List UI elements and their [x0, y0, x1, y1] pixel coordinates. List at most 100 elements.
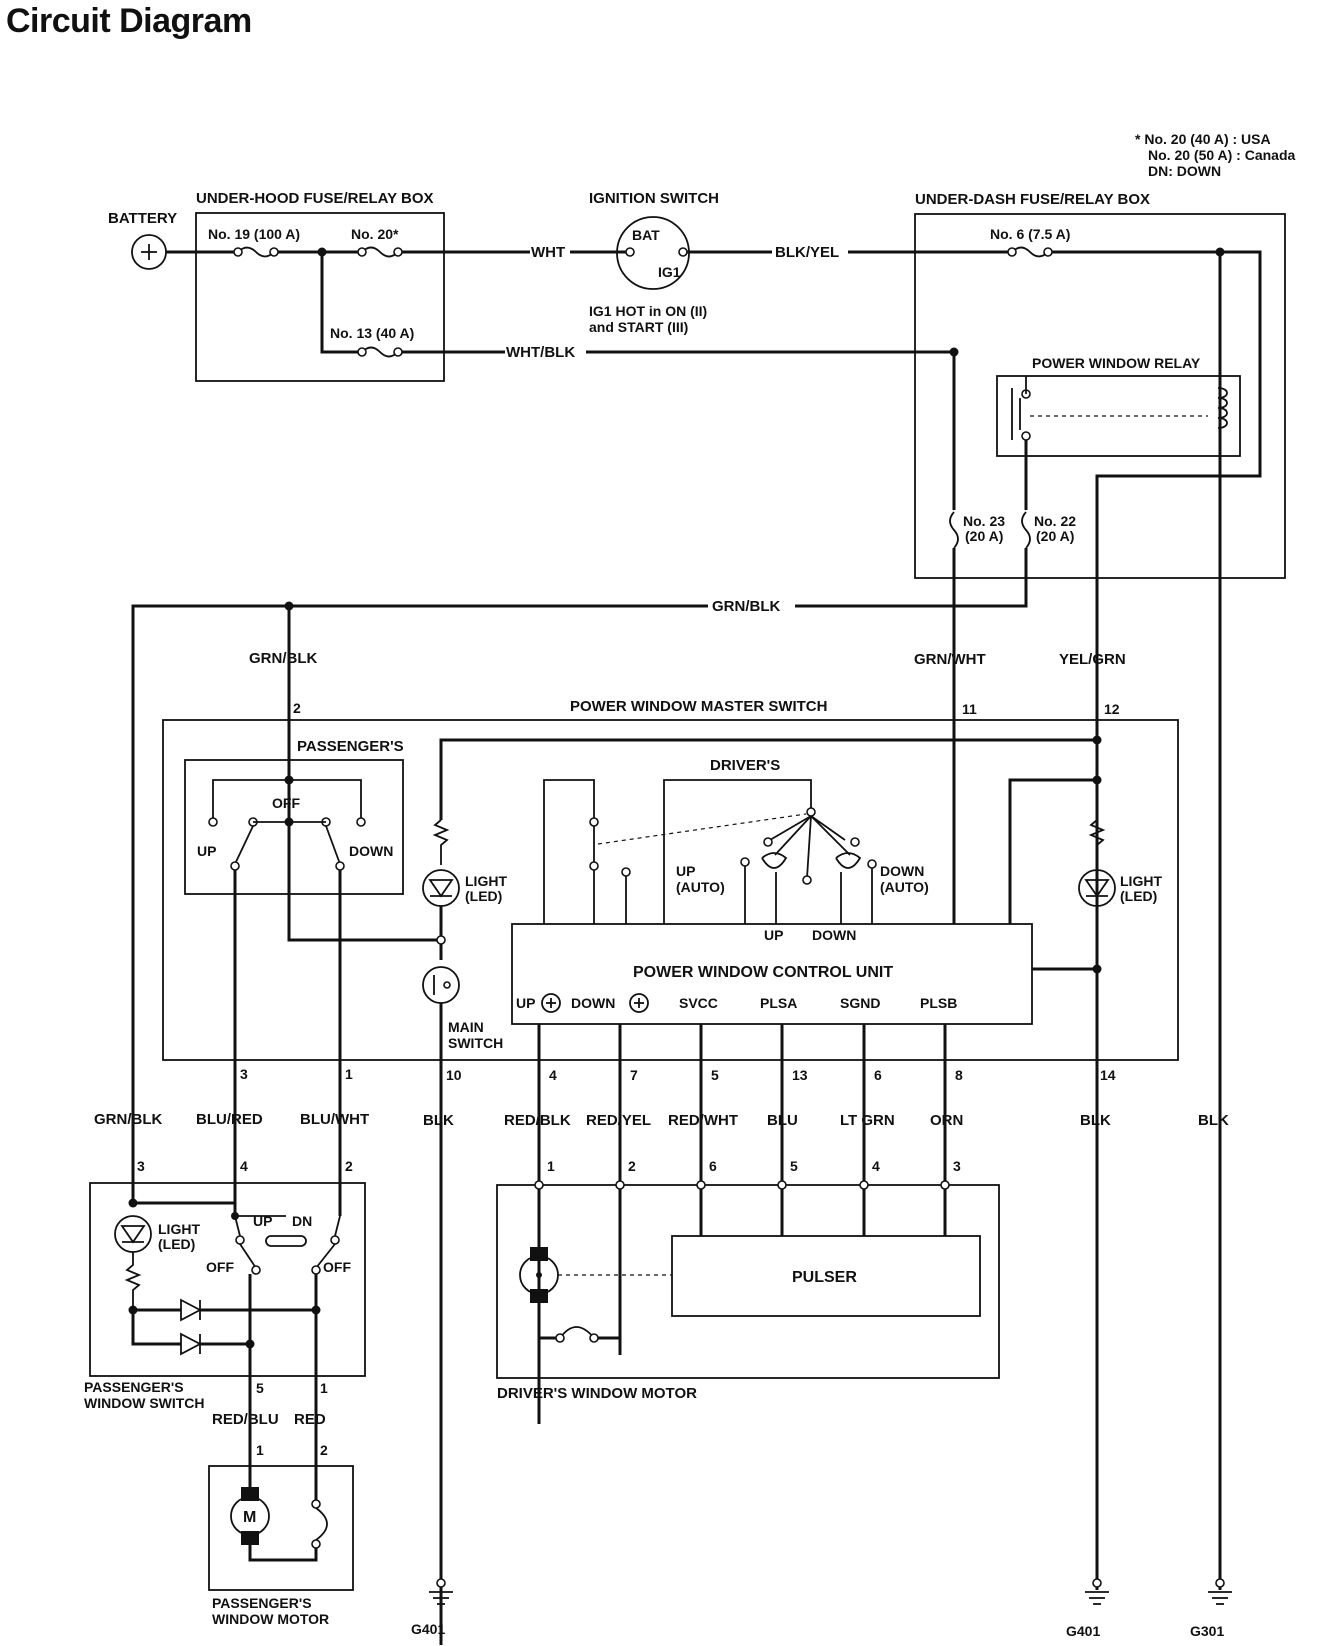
pin-ps5: 5 — [256, 1380, 264, 1396]
passengers-subswitch: OFF UP DOWN — [197, 775, 393, 871]
light-left-label-2: (LED) — [465, 888, 502, 904]
legend-line-3: DN: DOWN — [1148, 163, 1221, 179]
fuse-22-label-a: No. 22 — [1034, 513, 1076, 529]
pass-switch-label-1: PASSENGER'S — [84, 1379, 184, 1395]
light-right-label-2: (LED) — [1120, 888, 1157, 904]
control-unit-label: POWER WINDOW CONTROL UNIT — [633, 964, 893, 981]
drivers-label: DRIVER'S — [710, 757, 780, 774]
wire-yel-grn: YEL/GRN — [1059, 651, 1126, 668]
pass-window-motor-box — [208, 1465, 354, 1591]
pin-pm1: 1 — [256, 1442, 264, 1458]
pin-ps1: 1 — [320, 1380, 328, 1396]
pin-m14: 14 — [1100, 1067, 1116, 1083]
wire-red-blu: RED/BLU — [212, 1411, 279, 1428]
fuse-no-20: No. 20* — [351, 226, 403, 258]
pin-ps3: 3 — [137, 1158, 145, 1174]
wire-grn-blk-top: GRN/BLK — [712, 598, 780, 615]
diode-lower — [180, 1332, 202, 1356]
drivers-motor-symbol — [519, 1247, 672, 1303]
master-switch-label: POWER WINDOW MASTER SWITCH — [570, 698, 827, 715]
drivers-motor-label: DRIVER'S WINDOW MOTOR — [497, 1385, 697, 1402]
power-window-relay — [996, 375, 1241, 457]
underhood-box-label: UNDER-HOOD FUSE/RELAY BOX — [196, 190, 434, 207]
wire-red-wht: RED/WHT — [668, 1112, 738, 1129]
ignition-bat-label: BAT — [632, 227, 660, 243]
fuse-23-label-a: No. 23 — [963, 513, 1005, 529]
ground-g401-right: G401 — [1066, 1578, 1109, 1639]
wire-red: RED — [294, 1411, 326, 1428]
wire-red-yel: RED/YEL — [586, 1112, 651, 1129]
ps-off-right: OFF — [323, 1259, 351, 1275]
wire-blk-14: BLK — [1080, 1112, 1111, 1129]
pin-ps2: 2 — [345, 1158, 353, 1174]
underdash-fuse-box — [914, 213, 1286, 579]
wire-blk-g301: BLK — [1198, 1112, 1229, 1129]
wire-blu-red: BLU/RED — [196, 1111, 263, 1128]
pin-m7: 7 — [630, 1067, 638, 1083]
pin-m12: 12 — [1104, 701, 1120, 717]
pass-off-label: OFF — [272, 795, 300, 811]
pin-m8: 8 — [955, 1067, 963, 1083]
pass-switch-light: LIGHT (LED) — [114, 1215, 200, 1310]
wire-blu: BLU — [767, 1112, 798, 1129]
drv-up-label: UP — [764, 927, 783, 943]
light-left-label-1: LIGHT — [465, 873, 507, 889]
fuse-no-23: No. 23 (20 A) — [949, 511, 1005, 549]
pin-m6: 6 — [874, 1067, 882, 1083]
pin-m13: 13 — [792, 1067, 808, 1083]
pin-ps4: 4 — [240, 1158, 248, 1174]
wire-blk-yel: BLK/YEL — [775, 244, 839, 261]
drivers-motor-box — [496, 1184, 1000, 1379]
underhood-fuse-box — [195, 212, 445, 382]
fuse-no-22: No. 22 (20 A) — [1021, 511, 1076, 549]
battery: BATTERY — [108, 210, 177, 270]
pin-dm5: 5 — [790, 1158, 798, 1174]
down-auto-label-1: DOWN — [880, 863, 924, 879]
underdash-box-label: UNDER-DASH FUSE/RELAY BOX — [915, 191, 1150, 208]
ground-g301: G301 — [1190, 1578, 1232, 1639]
light-led-left: LIGHT (LED) — [422, 819, 507, 907]
fuse-19-label: No. 19 (100 A) — [208, 226, 300, 242]
light-right-label-1: LIGHT — [1120, 873, 1162, 889]
pulser-box — [671, 1235, 981, 1317]
motor-m-label: M — [243, 1509, 256, 1526]
pass-switch-contacts: UP DN OFF OFF — [206, 1212, 351, 1275]
ignition-switch: BAT IG1 IGNITION SWITCH IG1 HOT in ON (I… — [589, 190, 719, 335]
fuse-22-label-b: (20 A) — [1036, 528, 1074, 544]
diode-upper — [180, 1298, 202, 1322]
pin-m11: 11 — [962, 701, 977, 717]
passengers-subswitch-box — [184, 759, 404, 895]
ps-light-label-1: LIGHT — [158, 1221, 200, 1237]
cu-down-label: DOWN — [571, 995, 615, 1011]
cu-plsb-label: PLSB — [920, 995, 957, 1011]
pass-switch-label-2: WINDOW SWITCH — [84, 1395, 205, 1411]
cu-sgnd-label: SGND — [840, 995, 880, 1011]
relay-internals — [1011, 376, 1228, 441]
ps-light-label-2: (LED) — [158, 1236, 195, 1252]
wire-wht: WHT — [531, 244, 565, 261]
wire-blk-10: BLK — [423, 1112, 454, 1129]
drv-down-label: DOWN — [812, 927, 856, 943]
wire-lt-grn: LT GRN — [840, 1112, 895, 1129]
pass-motor-label-2: WINDOW MOTOR — [212, 1611, 329, 1627]
pass-motor-symbol: M — [230, 1487, 270, 1545]
pin-dm1: 1 — [547, 1158, 555, 1174]
wire-red-blk: RED/BLK — [504, 1112, 571, 1129]
ignition-ig1-label: IG1 — [658, 264, 681, 280]
ignition-note-1: IG1 HOT in ON (II) — [589, 303, 707, 319]
ground-g401-left: G401 — [411, 1578, 453, 1637]
ground-label-1: G401 — [411, 1621, 445, 1637]
ps-up-label: UP — [253, 1213, 272, 1229]
pin-m2: 2 — [293, 700, 301, 716]
relay-coil-icon — [1217, 387, 1228, 429]
cu-up-label: UP — [516, 995, 535, 1011]
ground-label-3: G301 — [1190, 1623, 1224, 1639]
main-switch: MAIN SWITCH — [422, 966, 503, 1051]
legend-line-1: * No. 20 (40 A) : USA — [1135, 131, 1271, 147]
main-switch-label-2: SWITCH — [448, 1035, 503, 1051]
fuse-23-label-b: (20 A) — [965, 528, 1003, 544]
wire-grn-blk-lower: GRN/BLK — [94, 1111, 162, 1128]
legend: * No. 20 (40 A) : USA No. 20 (50 A) : Ca… — [1135, 131, 1296, 179]
main-switch-label-1: MAIN — [448, 1019, 484, 1035]
